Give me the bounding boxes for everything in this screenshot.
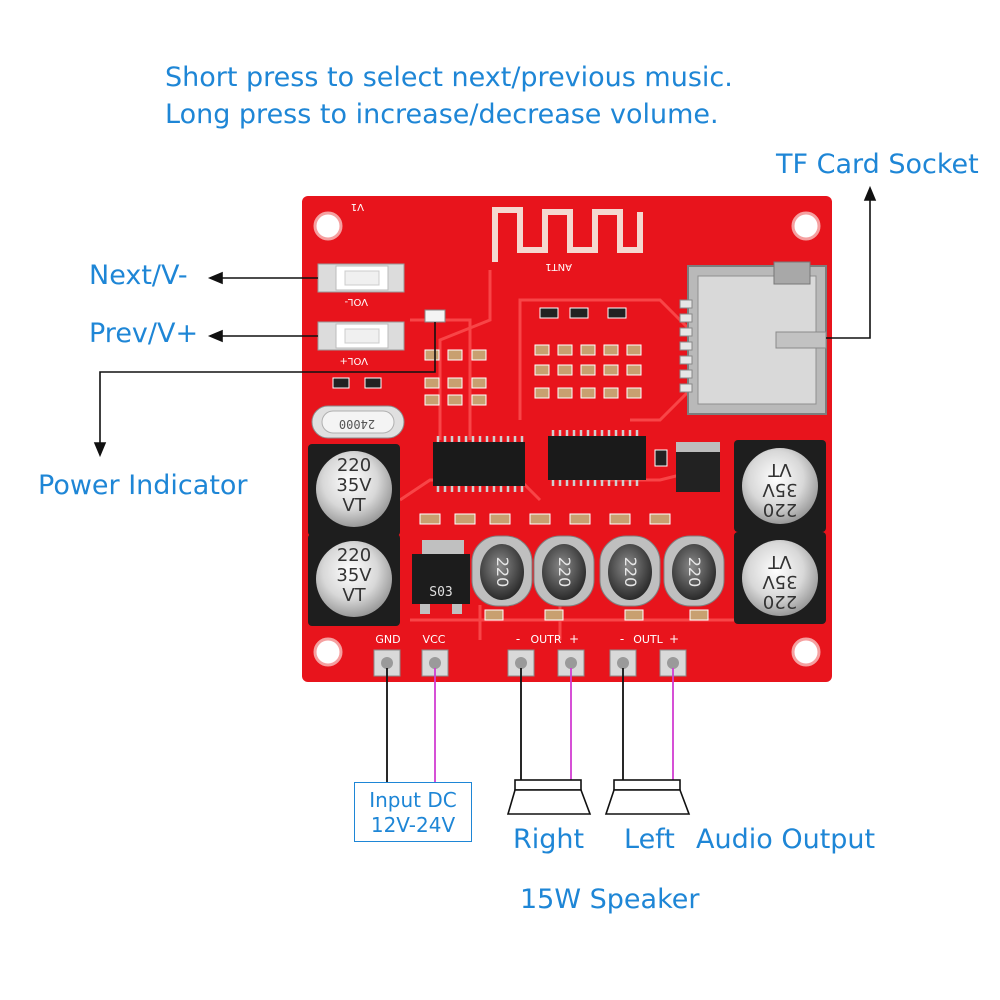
next-vol-down-button[interactable]	[317, 263, 405, 293]
mount-hole	[313, 211, 343, 241]
svg-text:VT: VT	[342, 585, 366, 606]
prev-vol-up-button[interactable]	[317, 321, 405, 351]
silk-v1: V1	[351, 201, 364, 212]
next-vol-down-label: Next/V-	[89, 260, 188, 291]
audio-output-label: Audio Output	[696, 824, 876, 855]
capacitor-left-bottom: 220 35V VT	[308, 534, 400, 626]
left-speaker-label: Left	[624, 824, 675, 855]
right-speaker-label: Right	[513, 824, 585, 855]
left-speaker-icon	[604, 779, 691, 815]
svg-text:S03: S03	[429, 585, 452, 600]
crystal-marking: 24000	[339, 417, 375, 431]
silk-vol-minus: VOL-	[344, 296, 368, 307]
wires	[386, 668, 674, 782]
silk-gnd: GND	[375, 633, 400, 646]
mount-hole	[791, 211, 821, 241]
silk-outl-plus: +	[669, 632, 679, 646]
mount-hole	[791, 637, 821, 667]
power-led	[424, 309, 446, 323]
pcb-traces	[399, 270, 820, 640]
svg-text:35V: 35V	[762, 571, 798, 592]
instruction-line-1: Short press to select next/previous musi…	[165, 62, 733, 93]
tf-card-socket-label: TF Card Socket	[776, 149, 979, 180]
input-dc-box: Input DC 12V-24V	[354, 782, 472, 842]
svg-text:35V: 35V	[336, 565, 372, 586]
svg-text:220: 220	[763, 499, 797, 520]
prev-vol-up-label: Prev/V+	[89, 318, 199, 349]
silk-ant1: ANT1	[545, 261, 572, 272]
svg-text:220: 220	[685, 557, 704, 588]
power-indicator-label: Power Indicator	[38, 470, 248, 501]
silk-outl-minus: -	[620, 632, 624, 646]
instruction-line-2: Long press to increase/decrease volume.	[165, 99, 719, 130]
right-speaker-icon	[506, 779, 592, 815]
input-dc-line-1: Input DC	[369, 788, 457, 812]
mount-hole	[313, 637, 343, 667]
speaker-rating-label: 15W Speaker	[520, 884, 700, 915]
inductor-2: 220	[533, 535, 595, 607]
silk-outr: OUTR	[530, 633, 561, 646]
pcb-antenna	[492, 207, 643, 262]
voltage-regulator-ic	[676, 450, 720, 492]
silk-vcc: VCC	[423, 633, 446, 646]
inductor-4: 220	[663, 535, 725, 607]
silk-vol-plus: VOL+	[340, 355, 369, 366]
svg-text:VT: VT	[767, 459, 791, 480]
ic-chip-1	[433, 436, 525, 492]
svg-text:35V: 35V	[336, 475, 372, 496]
capacitor-right-bottom: 220 35V VT	[734, 532, 826, 624]
input-dc-line-2: 12V-24V	[370, 813, 456, 837]
capacitor-left-top: 220 35V VT	[308, 444, 400, 536]
capacitor-right-top: 220 35V VT	[734, 440, 826, 532]
svg-text:35V: 35V	[762, 479, 798, 500]
s03-regulator: S03	[412, 540, 470, 614]
svg-text:220: 220	[621, 557, 640, 588]
ic-chip-2	[548, 430, 646, 486]
svg-text:220: 220	[337, 455, 371, 476]
svg-text:220: 220	[555, 557, 574, 588]
silk-outr-minus: -	[516, 632, 520, 646]
svg-text:220: 220	[493, 557, 512, 588]
svg-text:VT: VT	[342, 495, 366, 516]
inductor-1: 220	[471, 535, 533, 607]
inductor-3: 220	[599, 535, 661, 607]
silk-outr-plus: +	[569, 632, 579, 646]
tf-card-socket[interactable]	[679, 261, 827, 415]
svg-text:220: 220	[763, 591, 797, 612]
callout-lines	[93, 185, 877, 458]
silk-outl: OUTL	[633, 633, 663, 646]
smd-components	[332, 307, 709, 621]
svg-text:VT: VT	[767, 551, 791, 572]
svg-text:220: 220	[337, 545, 371, 566]
